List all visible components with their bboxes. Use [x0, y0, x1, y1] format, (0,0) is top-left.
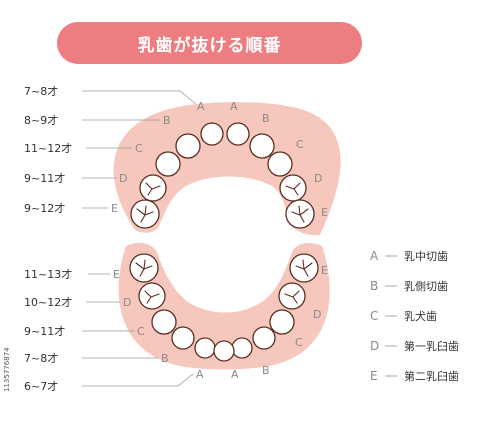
lower-letter-left-c: C — [137, 325, 145, 338]
legend-label-c: 乳犬歯 — [404, 309, 437, 323]
lower-tooth-d-left — [138, 282, 166, 310]
lower-age-c: 9~11才 — [24, 324, 65, 338]
upper-age-c: 11~12才 — [24, 141, 72, 155]
lower-tooth-b-left — [171, 326, 195, 350]
lower-tooth-b-right — [252, 326, 276, 350]
lower-tooth-c-right — [269, 309, 295, 335]
upper-letter-left-e: E — [111, 202, 118, 215]
title-banner: 乳歯が抜ける順番 — [57, 22, 362, 64]
upper-tooth-b-right — [249, 133, 275, 159]
upper-letter-left-a: A — [197, 100, 205, 113]
upper-tooth-d-left — [139, 174, 167, 202]
upper-letter-right-e: E — [321, 206, 328, 219]
legend-label-e: 第二乳臼歯 — [404, 369, 459, 383]
lower-age-a: 6~7才 — [24, 379, 58, 393]
legend-key-a: A — [370, 249, 379, 263]
legend-key-c: C — [370, 309, 378, 323]
lower-tooth-a-right-outer — [231, 337, 253, 359]
upper-tooth-c-left — [155, 151, 181, 177]
upper-tooth-b-left — [175, 133, 201, 159]
lower-tooth-a-center — [213, 340, 235, 362]
lower-tooth-a-left-outer — [194, 337, 216, 359]
upper-letter-left-d: D — [119, 172, 127, 185]
lower-letter-left-d: D — [123, 296, 131, 309]
stock-id-text: 1135776874 — [3, 347, 11, 392]
legend-key-b: B — [370, 279, 378, 293]
lower-age-e: 11~13才 — [24, 267, 72, 281]
lower-letter-right-a: A — [231, 368, 239, 381]
upper-age-a: 7~8才 — [24, 84, 58, 98]
lower-age-b: 7~8才 — [24, 351, 58, 365]
legend-key-e: E — [370, 369, 378, 383]
lower-letter-right-d: D — [313, 308, 321, 321]
lower-letter-right-e: E — [321, 264, 328, 277]
lower-letter-left-a: A — [196, 368, 204, 381]
upper-tooth-c-right — [267, 151, 293, 177]
legend-label-b: 乳側切歯 — [404, 280, 448, 293]
lower-tooth-d-right — [278, 282, 306, 310]
lower-teeth — [129, 253, 319, 362]
page-title: 乳歯が抜ける順番 — [137, 35, 282, 56]
legend: A 乳中切歯 B 乳側切歯 C 乳犬歯 D 第一乳臼歯 E 第二乳臼歯 — [370, 249, 459, 383]
upper-letter-right-a: A — [230, 100, 238, 113]
upper-tooth-d-right — [279, 174, 307, 202]
upper-letter-right-d: D — [314, 172, 322, 185]
lower-letter-right-c: C — [295, 336, 303, 349]
upper-letter-right-c: C — [296, 138, 304, 151]
upper-age-d: 9~11才 — [24, 171, 65, 185]
upper-letter-left-b: B — [163, 114, 171, 127]
upper-age-e: 9~12才 — [24, 201, 65, 215]
upper-teeth — [130, 122, 315, 229]
upper-tooth-a-left — [200, 122, 224, 146]
legend-key-d: D — [370, 339, 379, 353]
lower-letter-right-b: B — [262, 364, 270, 377]
lower-age-d: 10~12才 — [24, 295, 72, 309]
upper-letter-left-c: C — [135, 142, 143, 155]
lower-letter-left-b: B — [161, 352, 169, 365]
upper-gum — [113, 102, 341, 236]
upper-age-b: 8~9才 — [24, 113, 58, 127]
legend-label-d: 第一乳臼歯 — [404, 339, 459, 353]
legend-label-a: 乳中切歯 — [404, 250, 448, 263]
lower-tooth-c-left — [151, 309, 177, 335]
upper-letter-right-b: B — [262, 112, 270, 125]
lower-letter-left-e: E — [113, 268, 120, 281]
upper-tooth-a-right — [226, 122, 250, 146]
